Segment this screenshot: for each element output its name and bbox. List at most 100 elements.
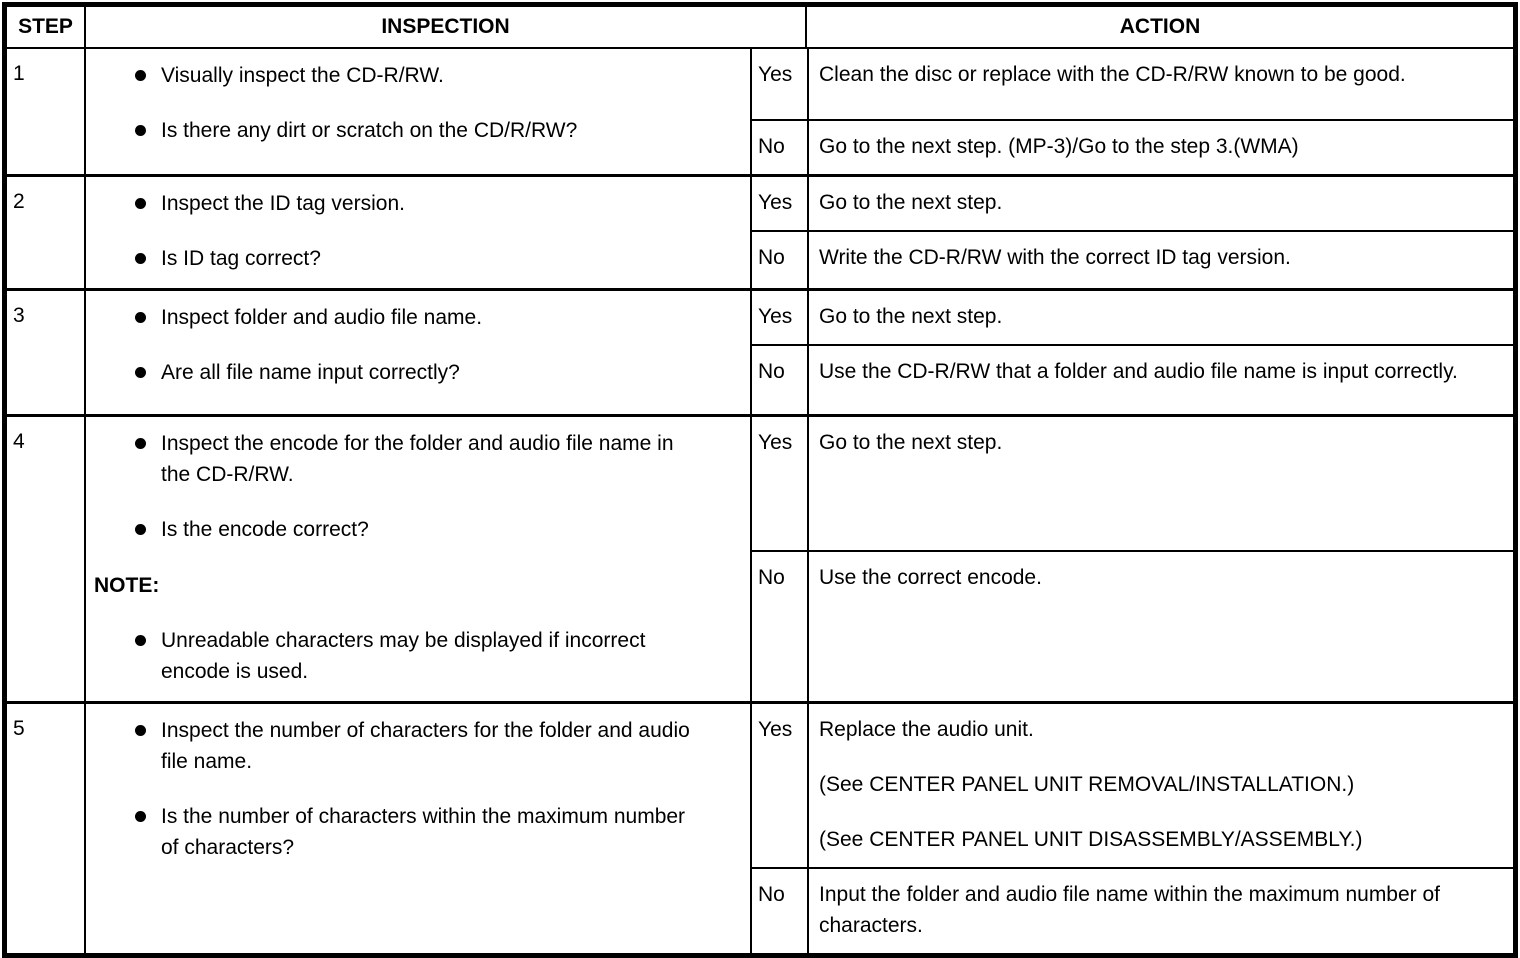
bullet-text: Inspect the number of characters for the…: [161, 719, 690, 773]
action-cell: Go to the next step.: [807, 177, 1513, 230]
bullet-text: Inspect the encode for the folder and au…: [161, 432, 674, 486]
bullet-icon: [135, 253, 146, 264]
step-row-1: 1 Visually inspect the CD-R/RW. Is there…: [7, 49, 1513, 174]
branch-no: No Go to the next step. (MP-3)/Go to the…: [750, 119, 1513, 174]
inspection-cell: Inspect the number of characters for the…: [84, 704, 750, 953]
note-label: NOTE:: [94, 574, 160, 597]
step-number-cell: 4: [13, 430, 25, 453]
action-cell: Clean the disc or replace with the CD-R/…: [807, 49, 1513, 119]
step-number-cell: 5: [13, 717, 25, 740]
branch-no: No Use the CD-R/RW that a folder and aud…: [750, 344, 1513, 414]
inspection-cell: Inspect the encode for the folder and au…: [84, 417, 750, 701]
action-cell: Use the CD-R/RW that a folder and audio …: [807, 346, 1513, 414]
bullet-icon: [135, 811, 146, 822]
bullet-text: Visually inspect the CD-R/RW.: [161, 64, 444, 87]
action-cell: Input the folder and audio file name wit…: [807, 869, 1513, 953]
bullet-icon: [135, 70, 146, 81]
bullet-item: Is there any dirt or scratch on the CD/R…: [135, 115, 730, 146]
bullet-icon: [135, 438, 146, 449]
bullet-text: Is the encode correct?: [161, 518, 369, 541]
action-text: (See CENTER PANEL UNIT DISASSEMBLY/ASSEM…: [819, 828, 1363, 851]
action-text: Input the folder and audio file name wit…: [819, 883, 1441, 937]
branch-yes: Yes Go to the next step.: [750, 177, 1513, 230]
bullet-item: Is ID tag correct?: [135, 243, 730, 274]
step-row-3: 3 Inspect folder and audio file name. Ar…: [7, 288, 1513, 414]
branches: Yes Go to the next step. No Use the corr…: [750, 417, 1513, 701]
branch-no: No Input the folder and audio file name …: [750, 867, 1513, 953]
bullet-item: Inspect the encode for the folder and au…: [135, 428, 730, 490]
step-row-2: 2 Inspect the ID tag version. Is ID tag …: [7, 174, 1513, 288]
bullet-icon: [135, 125, 146, 136]
note-bullet-item: Unreadable characters may be displayed i…: [135, 625, 730, 687]
action-cell: Write the CD-R/RW with the correct ID ta…: [807, 232, 1513, 288]
branch-yes: Yes Go to the next step.: [750, 417, 1513, 550]
answer-cell: Yes: [750, 177, 807, 230]
answer-cell: No: [750, 121, 807, 174]
bullet-text: Is the number of characters within the m…: [161, 805, 686, 859]
action-text: Replace the audio unit.: [819, 718, 1034, 741]
bullet-icon: [135, 367, 146, 378]
branches: Yes Clean the disc or replace with the C…: [750, 49, 1513, 174]
action-cell: Go to the next step.: [807, 291, 1513, 344]
bullet-icon: [135, 198, 146, 209]
answer-cell: Yes: [750, 704, 807, 867]
bullet-item: Inspect the number of characters for the…: [135, 715, 730, 777]
action-text: Go to the next step.: [819, 305, 1003, 328]
branches: Yes Go to the next step. No Write the CD…: [750, 177, 1513, 288]
bullet-icon: [135, 635, 146, 646]
branch-yes: Yes Clean the disc or replace with the C…: [750, 49, 1513, 119]
action-text: Write the CD-R/RW with the correct ID ta…: [819, 246, 1291, 269]
step-number-cell: 3: [13, 304, 25, 327]
inspection-cell: Inspect the ID tag version. Is ID tag co…: [84, 177, 750, 288]
action-cell: Replace the audio unit. (See CENTER PANE…: [807, 704, 1513, 867]
inspection-header-cell: INSPECTION: [84, 7, 805, 47]
answer-cell: No: [750, 232, 807, 288]
answer-cell: No: [750, 346, 807, 414]
bullet-item: Is the number of characters within the m…: [135, 801, 730, 863]
action-cell: Go to the next step. (MP-3)/Go to the st…: [807, 121, 1513, 174]
bullet-item: Is the encode correct?: [135, 514, 730, 545]
bullet-item: Inspect folder and audio file name.: [135, 302, 730, 333]
bullet-item: Are all file name input correctly?: [135, 357, 730, 388]
step-number-cell: 1: [13, 62, 25, 85]
action-cell: Go to the next step.: [807, 417, 1513, 550]
answer-cell: No: [750, 869, 807, 953]
inspection-cell: Visually inspect the CD-R/RW. Is there a…: [84, 49, 750, 174]
action-text: Clean the disc or replace with the CD-R/…: [819, 63, 1406, 86]
branch-no: No Write the CD-R/RW with the correct ID…: [750, 230, 1513, 288]
bullet-item: Visually inspect the CD-R/RW.: [135, 60, 730, 91]
action-text: Use the CD-R/RW that a folder and audio …: [819, 360, 1458, 383]
action-text: Use the correct encode.: [819, 566, 1042, 589]
step-row-4: 4 Inspect the encode for the folder and …: [7, 414, 1513, 701]
action-text: (See CENTER PANEL UNIT REMOVAL/INSTALLAT…: [819, 773, 1355, 796]
inspection-cell: Inspect folder and audio file name. Are …: [84, 291, 750, 414]
action-header-cell: ACTION: [805, 7, 1513, 47]
branches: Yes Replace the audio unit. (See CENTER …: [750, 704, 1513, 953]
bullet-text: Is ID tag correct?: [161, 247, 321, 270]
step-row-5: 5 Inspect the number of characters for t…: [7, 701, 1513, 953]
step-number-cell: 2: [13, 190, 25, 213]
action-cell: Use the correct encode.: [807, 552, 1513, 701]
bullet-icon: [135, 524, 146, 535]
bullet-text: Inspect the ID tag version.: [161, 192, 405, 215]
bullet-text: Inspect folder and audio file name.: [161, 306, 483, 329]
answer-cell: Yes: [750, 49, 807, 119]
answer-cell: Yes: [750, 417, 807, 550]
step-header-cell: STEP: [18, 15, 73, 38]
branches: Yes Go to the next step. No Use the CD-R…: [750, 291, 1513, 414]
branch-no: No Use the correct encode.: [750, 550, 1513, 701]
header-row: STEP INSPECTION ACTION: [7, 7, 1513, 49]
answer-cell: Yes: [750, 291, 807, 344]
bullet-item: Inspect the ID tag version.: [135, 188, 730, 219]
bullet-icon: [135, 312, 146, 323]
bullet-icon: [135, 725, 146, 736]
answer-cell: No: [750, 552, 807, 701]
action-text: Go to the next step. (MP-3)/Go to the st…: [819, 135, 1299, 158]
branch-yes: Yes Go to the next step.: [750, 291, 1513, 344]
branch-yes: Yes Replace the audio unit. (See CENTER …: [750, 704, 1513, 867]
bullet-text: Unreadable characters may be displayed i…: [161, 629, 646, 683]
action-text: Go to the next step.: [819, 191, 1003, 214]
action-text: Go to the next step.: [819, 431, 1003, 454]
